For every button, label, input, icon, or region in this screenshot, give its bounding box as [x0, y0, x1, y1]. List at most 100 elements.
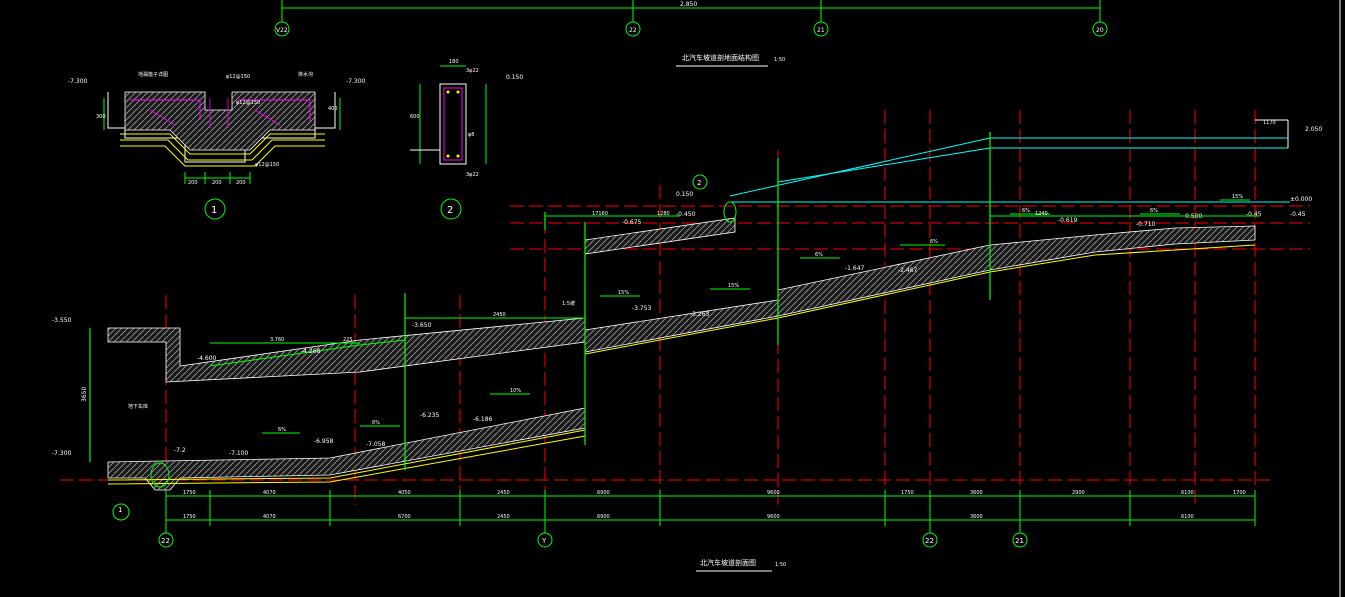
svg-text:-0.675: -0.675 — [622, 219, 642, 226]
svg-text:2450: 2450 — [497, 514, 510, 520]
lower-ramp — [107, 407, 586, 491]
svg-text:10%: 10% — [510, 388, 521, 394]
bottom-axis-label: Y — [541, 537, 547, 545]
svg-text:4070: 4070 — [263, 514, 276, 520]
svg-text:-6.958: -6.958 — [314, 438, 334, 445]
svg-text:-0.619: -0.619 — [1058, 217, 1078, 224]
svg-text:2900: 2900 — [1072, 490, 1085, 496]
svg-text:-6.235: -6.235 — [420, 412, 440, 419]
svg-text:φ12@150: φ12@150 — [236, 100, 260, 106]
svg-text:2: 2 — [697, 179, 701, 187]
top-axis-label: 21 — [817, 27, 825, 34]
svg-text:9600: 9600 — [767, 490, 780, 496]
svg-text:φ12@150: φ12@150 — [226, 74, 250, 80]
level-labels: -3.550 -7.300 2.050 ±0.000 -0.45 -0.45 0… — [52, 126, 1322, 457]
svg-text:3600: 3600 — [970, 490, 983, 496]
svg-text:1170: 1170 — [1263, 120, 1276, 126]
svg-text:15%: 15% — [618, 290, 629, 296]
detail-1: -7.300 -7.300 地漏篦子详图 排水沟 φ12@150 φ12@150… — [68, 71, 366, 220]
svg-text:200: 200 — [212, 180, 222, 186]
svg-text:17160: 17160 — [592, 211, 608, 217]
side-dims: 3650 地下车库 1:5坡 — [81, 300, 575, 410]
svg-text:6100: 6100 — [1181, 514, 1194, 520]
bottom-axis-label: 21 — [1015, 537, 1024, 545]
svg-text:-3.550: -3.550 — [52, 317, 72, 324]
svg-text:-7.300: -7.300 — [346, 78, 366, 85]
svg-text:9600: 9600 — [767, 514, 780, 520]
svg-text:4050: 4050 — [398, 490, 411, 496]
svg-text:1750: 1750 — [901, 490, 914, 496]
svg-text:-4.268: -4.268 — [301, 348, 321, 355]
svg-text:-4.600: -4.600 — [197, 355, 217, 362]
top-axis-label: 20 — [1096, 27, 1104, 34]
svg-text:15%: 15% — [1232, 194, 1243, 200]
slope-labels: 6% 6% 10% 15% 15% 6% 6% 6% 6% 15% — [262, 194, 1250, 434]
svg-text:3φ22: 3φ22 — [466, 68, 479, 74]
top-span-dim: 2,850 — [680, 1, 697, 8]
svg-text:-7.058: -7.058 — [366, 441, 386, 448]
detail-2-number: 2 — [447, 205, 453, 216]
svg-text:6%: 6% — [815, 252, 823, 258]
bottom-axis-label: 22 — [925, 537, 934, 545]
svg-text:3650: 3650 — [81, 387, 88, 402]
middle-ramp — [107, 317, 586, 383]
svg-text:6900: 6900 — [597, 490, 610, 496]
svg-text:1750: 1750 — [183, 490, 196, 496]
svg-text:-0.710: -0.710 — [1136, 221, 1156, 228]
red-grid-horizontal — [60, 205, 1310, 481]
svg-text:1: 1 — [118, 506, 122, 514]
upper-title: 北汽车坡道剖地面结构图 1:50 — [676, 53, 785, 67]
svg-text:-6.186: -6.186 — [473, 416, 493, 423]
svg-text:-7.2: -7.2 — [174, 447, 186, 454]
top-axis-group: 2,850 V22 22 21 20 — [274, 0, 1108, 37]
svg-text:15%: 15% — [728, 283, 739, 289]
detail-1-marker — [204, 198, 226, 220]
svg-text:北汽车坡道剖地面结构图: 北汽车坡道剖地面结构图 — [682, 53, 759, 62]
top-axis-label: 22 — [629, 27, 637, 34]
svg-text:3.760: 3.760 — [270, 337, 284, 343]
svg-text:-7.300: -7.300 — [68, 78, 88, 85]
svg-text:-3.263: -3.263 — [690, 311, 710, 318]
lower-dim-string: 1750 4070 4050 2450 6900 9600 1750 3600 … — [165, 490, 1256, 526]
upper-dims: 17160 1280 2450 3.760 225 1170 1240 — [210, 120, 1276, 344]
svg-text:-0.450: -0.450 — [676, 211, 696, 218]
svg-text:-0.45: -0.45 — [1290, 211, 1306, 218]
svg-text:φ8: φ8 — [468, 132, 474, 138]
svg-text:3φ22: 3φ22 — [466, 172, 479, 178]
svg-text:1750: 1750 — [183, 514, 196, 520]
red-grid-vertical — [165, 110, 1256, 505]
svg-text:-7.100: -7.100 — [229, 450, 249, 457]
svg-text:200: 200 — [236, 180, 246, 186]
svg-text:-0.45: -0.45 — [1246, 211, 1262, 218]
svg-text:6100: 6100 — [1181, 490, 1194, 496]
svg-text:4070: 4070 — [263, 490, 276, 496]
svg-text:6%: 6% — [278, 427, 286, 433]
svg-text:6%: 6% — [930, 239, 938, 245]
svg-text:600: 600 — [410, 114, 420, 120]
bottom-axes: 22 Y 22 21 — [158, 526, 1028, 548]
svg-text:φ12@150: φ12@150 — [255, 162, 279, 168]
svg-text:3600: 3600 — [970, 514, 983, 520]
svg-text:-1.647: -1.647 — [845, 265, 865, 272]
svg-text:地漏篦子详图: 地漏篦子详图 — [138, 71, 168, 78]
svg-text:1240: 1240 — [1035, 211, 1048, 217]
svg-text:1:50: 1:50 — [775, 562, 786, 568]
svg-text:6%: 6% — [1150, 208, 1158, 214]
svg-text:-2.467: -2.467 — [898, 267, 918, 274]
svg-text:0.150: 0.150 — [506, 74, 523, 81]
svg-text:6900: 6900 — [597, 514, 610, 520]
upper-ramp — [584, 217, 1256, 355]
detail-2: 0.150 180 600 3φ22 3φ22 φ8 2 — [410, 59, 523, 220]
svg-text:北汽车坡道剖面图: 北汽车坡道剖面图 — [700, 558, 756, 567]
top-axis-label: V22 — [276, 27, 288, 34]
svg-text:1:50: 1:50 — [774, 57, 785, 63]
svg-text:-3.753: -3.753 — [632, 305, 652, 312]
svg-text:-3.650: -3.650 — [412, 322, 432, 329]
svg-text:1280: 1280 — [657, 211, 670, 217]
svg-text:排水沟: 排水沟 — [298, 71, 313, 78]
lower-title: 北汽车坡道剖面图 1:50 — [696, 558, 786, 572]
svg-text:180: 180 — [449, 59, 459, 65]
svg-text:-7.300: -7.300 — [52, 450, 72, 457]
svg-text:2.050: 2.050 — [1305, 126, 1322, 133]
